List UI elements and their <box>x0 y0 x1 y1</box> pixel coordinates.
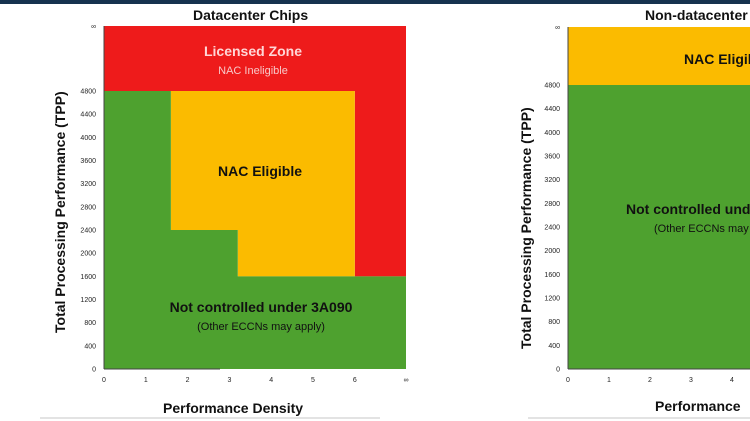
y-tick-label: 4400 <box>544 106 560 113</box>
zone-2-label: Not controlled under 3A090 <box>170 299 353 315</box>
zone-1-label: NAC Eligible <box>218 163 302 179</box>
y-tick-label: 3200 <box>80 181 96 188</box>
bottom-divider-left <box>40 417 380 419</box>
right-chart-title: Non-datacenter <box>645 7 748 23</box>
x-tick-label: 3 <box>689 377 693 384</box>
zone-2-area <box>104 91 406 369</box>
y-tick-label: 2800 <box>80 204 96 211</box>
y-tick-label: 400 <box>548 343 560 350</box>
y-tick-label: 1200 <box>80 297 96 304</box>
x-tick-label: 5 <box>311 377 315 384</box>
y-tick-label: 400 <box>84 343 96 350</box>
y-tick-label: 1600 <box>80 274 96 281</box>
zone-0-label: Licensed Zone <box>204 43 302 59</box>
zone-0-label: NAC Eligib <box>684 51 750 67</box>
y-tick-label: 4800 <box>544 83 560 90</box>
y-tick-label: 2000 <box>544 248 560 255</box>
left-x-axis-label: Performance Density <box>163 400 304 416</box>
y-tick-label: ∞ <box>91 24 96 31</box>
zone-0-sublabel: NAC Ineligible <box>218 65 288 77</box>
y-tick-label: 4400 <box>80 112 96 119</box>
zone-1-area <box>568 85 750 369</box>
x-tick-label: 2 <box>648 377 652 384</box>
left-chart-title: Datacenter Chips <box>193 7 309 23</box>
x-tick-label: 4 <box>269 377 273 384</box>
zone-2-sublabel: (Other ECCNs may apply) <box>197 321 325 333</box>
right-x-axis-label: Performance <box>655 398 741 414</box>
y-tick-label: 3600 <box>544 154 560 161</box>
x-tick-label: ∞ <box>404 377 409 384</box>
zone-1-label: Not controlled und <box>626 201 750 217</box>
x-tick-label: 2 <box>186 377 190 384</box>
y-tick-label: 4800 <box>80 89 96 96</box>
y-tick-label: ∞ <box>555 25 560 32</box>
y-tick-label: 2800 <box>544 201 560 208</box>
x-tick-label: 6 <box>353 377 357 384</box>
zone-0-area <box>568 27 750 85</box>
y-tick-label: 0 <box>556 367 560 374</box>
x-tick-label: 4 <box>730 377 734 384</box>
y-tick-label: 2000 <box>80 251 96 258</box>
y-tick-label: 4000 <box>80 135 96 142</box>
x-tick-label: 1 <box>607 377 611 384</box>
y-tick-label: 1200 <box>544 296 560 303</box>
y-tick-label: 800 <box>548 319 560 326</box>
y-tick-label: 800 <box>84 320 96 327</box>
y-tick-label: 0 <box>92 367 96 374</box>
x-tick-label: 0 <box>566 377 570 384</box>
y-tick-label: 3200 <box>544 177 560 184</box>
y-tick-label: 2400 <box>544 225 560 232</box>
x-tick-label: 1 <box>144 377 148 384</box>
zone-1-sublabel: (Other ECCNs may <box>654 223 749 235</box>
y-tick-label: 3600 <box>80 158 96 165</box>
bottom-divider-right <box>528 417 750 419</box>
y-tick-label: 2400 <box>80 228 96 235</box>
x-tick-label: 0 <box>102 377 106 384</box>
y-tick-label: 4000 <box>544 130 560 137</box>
zone-0-area <box>104 26 406 277</box>
y-tick-label: 1600 <box>544 272 560 279</box>
top-accent-bar <box>0 0 750 4</box>
x-tick-label: 3 <box>227 377 231 384</box>
